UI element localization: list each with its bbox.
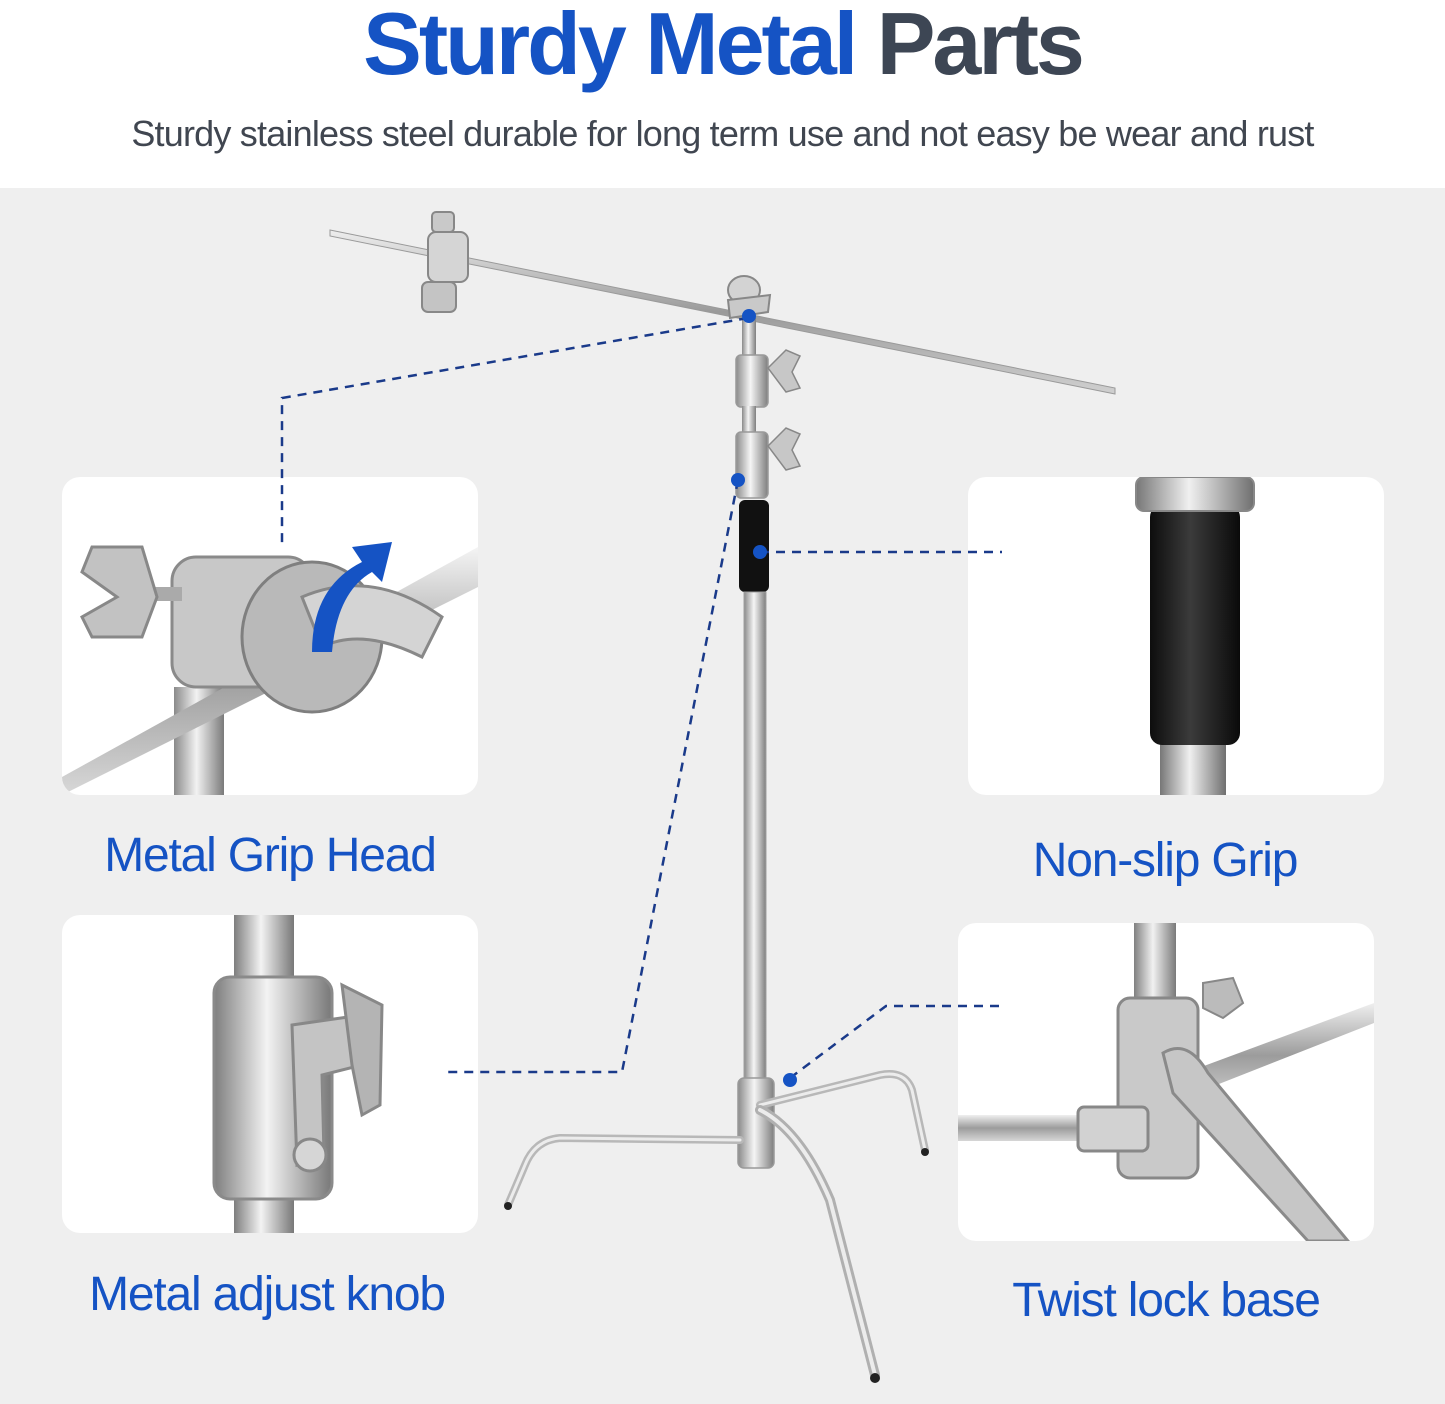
twist-lock-base-card [958, 923, 1374, 1241]
adjust-knob-image [212, 915, 384, 1233]
grip-head-label: Metal Grip Head [104, 829, 437, 882]
callout-dots [731, 309, 797, 1087]
header: Sturdy Metal Parts Sturdy stainless stee… [0, 0, 1445, 188]
non-slip-grip-card [968, 477, 1384, 795]
callout-lines [280, 316, 1006, 1079]
grip-head-image [62, 542, 478, 795]
pole-grip-head [726, 275, 772, 320]
stand-legs [504, 1070, 929, 1380]
twist-lock-base-image [958, 923, 1374, 1241]
main-column [743, 591, 767, 1083]
adjust-knob-card [62, 915, 478, 1233]
upper-riser [742, 318, 756, 358]
title-rest: Parts [876, 0, 1085, 93]
arm-clamp [421, 211, 469, 313]
foam-grip [739, 500, 769, 592]
adjust-knob-label: Metal adjust knob [89, 1268, 446, 1321]
product-stage: Metal Grip Head Non-slip Grip [0, 188, 1445, 1404]
non-slip-grip-image [1135, 477, 1255, 795]
twist-lock-base-label: Twist lock base [1012, 1274, 1321, 1327]
boom-arm [329, 229, 1116, 395]
non-slip-grip-label: Non-slip Grip [1032, 834, 1299, 887]
grip-head-card [62, 477, 478, 795]
page-subtitle: Sturdy stainless steel durable for long … [131, 113, 1314, 154]
page-title: Sturdy Metal Parts [0, 0, 1445, 94]
title-highlight: Sturdy Metal [363, 0, 858, 93]
